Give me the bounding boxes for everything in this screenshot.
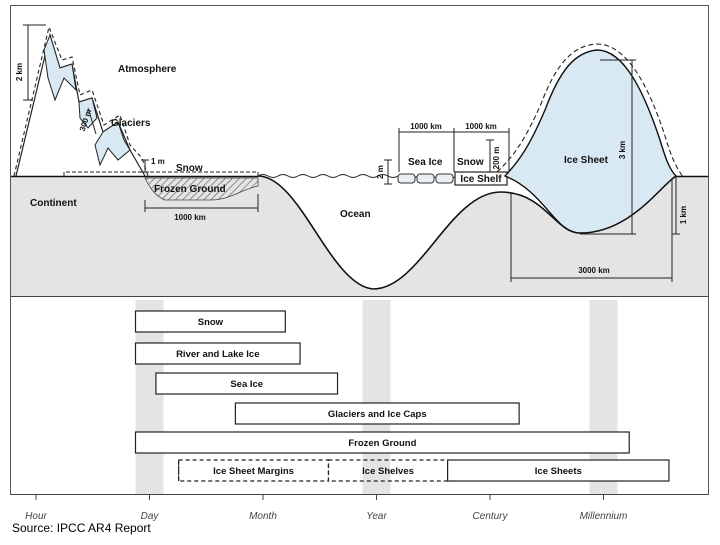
frozen-ground-extent-dimension: [144, 194, 259, 212]
ice-sheet-depression-dimension: [672, 176, 680, 235]
mountain-height-label: 2 km: [15, 63, 24, 81]
source-credit: Source: IPCC AR4 Report: [12, 521, 151, 535]
timescale-bar-label: Ice Shelves: [362, 466, 414, 477]
ice-shelf-extent-label: 1000 km: [465, 122, 497, 131]
glaciers-label: Glaciers: [111, 118, 151, 129]
timescale-band: [362, 300, 391, 494]
ice-sheet-width-dimension: [510, 178, 673, 282]
atmosphere-label: Atmosphere: [118, 64, 177, 75]
ice-sheet-dashed-outline: [496, 43, 685, 179]
timescale-bar: [134, 310, 286, 333]
timescale-bar-label: Snow: [198, 317, 224, 328]
ice-shelf-box: [454, 171, 508, 186]
frozen-ground-label: Frozen Ground: [154, 184, 226, 195]
timescale-bar-label: Frozen Ground: [348, 438, 416, 449]
glacier-upper: [43, 33, 77, 102]
time-axis-label: Month: [249, 511, 277, 522]
timescale-chart: Hour Day Month Year Century Millennium SnowRiv…: [11, 300, 708, 522]
time-axis-label: Century: [472, 511, 508, 522]
continent-label: Continent: [30, 198, 77, 209]
ice-sheet-label: Ice Sheet: [564, 155, 609, 166]
timescale-bar: [134, 342, 301, 365]
sea-ice-label: Sea Ice: [408, 157, 443, 168]
ice-shelf-thickness-dimension: [486, 139, 494, 176]
mountain-height-dimension: [23, 24, 46, 101]
ice-sheet: [503, 49, 678, 234]
timescale-bar: [134, 431, 630, 454]
time-axis-label: Hour: [25, 511, 47, 522]
ice-shelf-label: Ice Shelf: [460, 174, 502, 185]
glacier-thickness-dimension: [87, 107, 97, 135]
snow-on-shelf-label: Snow: [457, 157, 484, 168]
sea-ice-extent-dimension: [398, 128, 455, 172]
frozen-ground-extent-label: 1000 km: [174, 213, 206, 222]
timescale-bar: [155, 372, 339, 395]
timescale-bar: [178, 459, 330, 482]
time-axis-label: Day: [141, 511, 160, 522]
timescale-bar-label: Ice Sheet Margins: [213, 466, 294, 477]
snow-depth-dimension: [141, 159, 149, 173]
snow-depth-label: 1 m: [151, 157, 165, 166]
sea-ice-floes: [397, 173, 454, 184]
timescale-bar: [447, 459, 670, 482]
timescale-bar-label: Glaciers and Ice Caps: [328, 409, 427, 420]
snow-label: Snow: [176, 163, 203, 174]
time-axis-label: Millennium: [580, 511, 628, 522]
ice-sheet-height-label: 3 km: [618, 141, 627, 159]
timescale-bar-label: Sea Ice: [230, 379, 263, 390]
land-mass: [11, 176, 708, 296]
sea-ice-thickness-dimension: [384, 159, 392, 185]
frozen-ground-hatch: [144, 177, 259, 201]
timescale-bar-label: Ice Sheets: [535, 466, 582, 477]
ice-shelf-thickness-label: 200 m: [492, 147, 501, 170]
ocean-label: Ocean: [340, 209, 371, 220]
ice-sheet-depression-label: 1 km: [679, 206, 688, 224]
mountain-dashed-outline: [13, 25, 149, 177]
timescale-bar-label: River and Lake Ice: [176, 349, 259, 360]
time-axis-label: Year: [366, 511, 387, 522]
ice-sheet-height-dimension: [580, 59, 636, 235]
ice-shelf-extent-dimension: [454, 128, 510, 172]
glacier-lower: [94, 121, 131, 167]
timescale-bar: [234, 402, 520, 425]
snow-cover: [63, 171, 259, 176]
ice-sheet-width-label: 3000 km: [578, 266, 610, 275]
sea-ice-thickness-label: 2 m: [376, 165, 385, 179]
sea-ice-extent-label: 1000 km: [410, 122, 442, 131]
